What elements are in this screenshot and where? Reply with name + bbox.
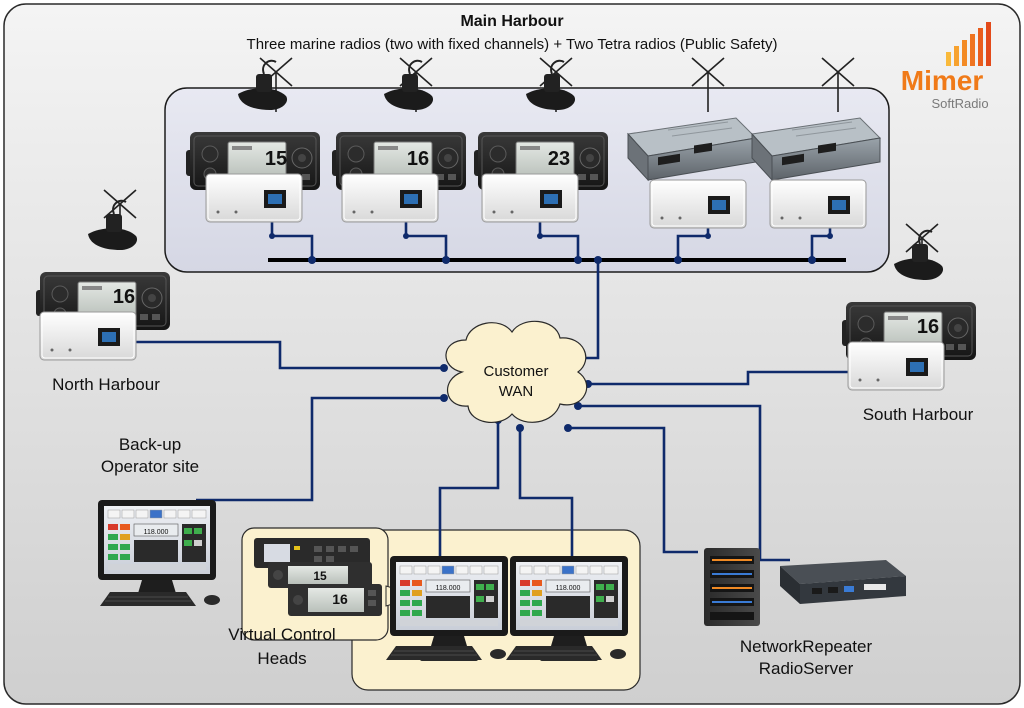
control-head-2-display: 15 <box>313 569 327 583</box>
wan-label-line1: Customer <box>483 363 548 380</box>
link-south-wan <box>588 370 910 386</box>
link-radio-2 <box>404 210 448 260</box>
link-radio-1 <box>270 210 314 260</box>
control-head-2: 15 <box>268 562 372 588</box>
server-label-line1: NetworkRepeater <box>740 637 873 656</box>
cloud-icon <box>445 320 588 423</box>
south-harbour-site: 16 South Harbour <box>841 223 977 424</box>
interface-box <box>847 341 945 391</box>
link-backup-wan <box>196 396 444 502</box>
server-label-line2: RadioServer <box>759 659 854 678</box>
network-links <box>118 210 910 562</box>
vch-label-line1: Virtual Control <box>228 625 335 644</box>
link-north-wan <box>118 340 444 370</box>
interface-box <box>341 173 439 223</box>
link-repeater-wan <box>568 426 698 554</box>
virtual-control-heads: 15 16 Virtual Control Heads <box>228 527 422 668</box>
interface-box <box>205 173 303 223</box>
page-title: Main Harbour <box>460 13 563 30</box>
main-radio-1: 15 <box>185 57 321 223</box>
interface-box <box>649 179 747 229</box>
north-harbour-site: 16 North Harbour <box>35 189 171 394</box>
interface-box <box>481 173 579 223</box>
radio-display-2: 16 <box>407 148 429 170</box>
radio-server-icon <box>780 560 906 584</box>
logo-product: SoftRadio <box>931 96 988 111</box>
interface-box <box>769 179 867 229</box>
vch2-screen-freq: 118.000 <box>556 585 581 592</box>
control-head-3-display: 16 <box>332 591 348 607</box>
interface-box <box>39 311 137 361</box>
south-radio-display: 16 <box>917 316 939 338</box>
signal-bars-icon <box>946 22 991 66</box>
logo-brand: Mimer <box>901 65 984 96</box>
main-radio-3: 23 <box>473 57 609 223</box>
network-repeater-server <box>704 548 760 626</box>
radio-display-3: 23 <box>548 148 570 170</box>
north-radio-display: 16 <box>113 286 135 308</box>
backup-label-line1: Back-up <box>119 435 181 454</box>
vch-operator-1: 118.000 <box>385 555 509 662</box>
backup-operator-site: Back-up Operator site 118.000 <box>97 435 221 607</box>
backup-screen-freq: 118.000 <box>144 529 169 536</box>
customer-wan-cloud: Customer WAN <box>445 320 588 423</box>
vch-label-line2: Heads <box>257 649 306 668</box>
control-head-1 <box>254 538 370 568</box>
vch-operator-2: 118.000 <box>505 555 629 662</box>
link-vch2-wan <box>518 428 574 560</box>
south-harbour-label: South Harbour <box>863 405 974 424</box>
control-head-3: 16 <box>288 584 382 616</box>
wan-label-line2: WAN <box>499 383 533 400</box>
vch1-screen-freq: 118.000 <box>436 585 461 592</box>
main-radio-2: 16 <box>331 57 467 223</box>
mimer-logo: Mimer SoftRadio <box>901 22 991 111</box>
link-radioserver-wan <box>578 404 790 562</box>
link-radio-3 <box>538 210 580 260</box>
backup-label-line2: Operator site <box>101 457 199 476</box>
north-harbour-label: North Harbour <box>52 375 160 394</box>
link-vch1-wan <box>438 420 500 560</box>
radio-display-1: 15 <box>265 148 287 170</box>
radio-server <box>780 560 906 604</box>
page-subtitle: Three marine radios (two with fixed chan… <box>247 36 778 53</box>
